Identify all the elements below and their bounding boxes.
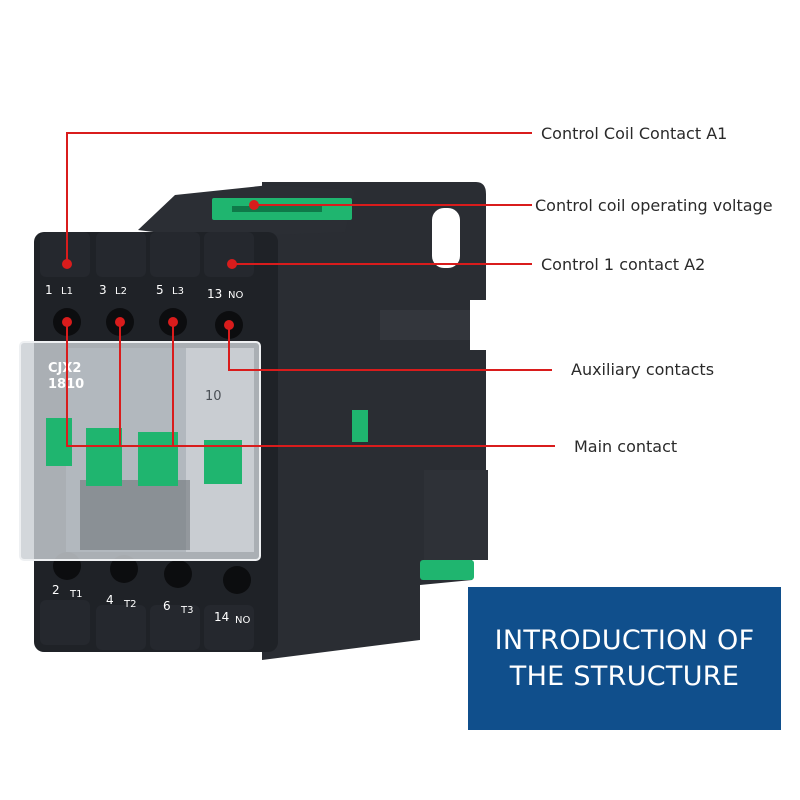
bottom-terminal-towers (40, 600, 254, 650)
intro-title-line2: THE STRUCTURE (509, 660, 740, 692)
top-terminal-label: L1 (61, 286, 73, 297)
intro-title-line1: INTRODUCTION OF (494, 624, 755, 656)
bottom-terminal-num: 4 (106, 593, 114, 607)
top-terminal-num: 13 (207, 287, 222, 301)
model-label: CJX2 (48, 361, 81, 376)
callout-auxiliary-contacts: Auxiliary contacts (571, 360, 715, 379)
callout-main-contact: Main contact (574, 437, 678, 456)
side-green-tab (352, 410, 368, 442)
callout-line-auxiliary (228, 325, 552, 371)
callout-coil-contact-a1: Control Coil Contact A1 (541, 124, 728, 143)
voltage-label-text (232, 206, 322, 212)
callout-dots (62, 200, 259, 330)
side-vent (380, 310, 470, 340)
top-terminal-num: 5 (156, 283, 164, 297)
bottom-terminal-label: T2 (123, 599, 136, 610)
bottom-terminal-label: T1 (69, 589, 82, 600)
callout-line-main (66, 322, 555, 447)
top-terminal-label: NO (228, 290, 243, 301)
top-terminal-towers (40, 232, 254, 277)
side-slot (432, 208, 460, 268)
armature (80, 480, 190, 550)
top-terminal-label: L2 (115, 286, 127, 297)
aux-rating-label: 10 (205, 389, 222, 404)
bottom-terminal-num: 6 (163, 599, 171, 613)
top-terminal-num: 3 (99, 283, 107, 297)
bottom-terminal-num: 14 (214, 610, 229, 624)
callout-coil-operating-voltage: Control coil operating voltage (535, 196, 773, 215)
top-terminal-num: 1 (45, 283, 53, 297)
bottom-terminal-label: NO (235, 615, 250, 626)
green-contact-blocks (46, 418, 242, 486)
callout-lines (66, 132, 555, 447)
callout-line-coil-a1 (66, 132, 532, 264)
bottom-terminal-num: 2 (52, 583, 60, 597)
intro-panel: INTRODUCTION OF THE STRUCTURE (468, 587, 781, 730)
callout-control-contact-a2: Control 1 contact A2 (541, 255, 706, 274)
top-terminal-label: L3 (172, 286, 184, 297)
mount-bracket (424, 470, 488, 560)
bottom-terminal-label: T3 (180, 605, 193, 616)
mount-clip-green (420, 560, 474, 580)
